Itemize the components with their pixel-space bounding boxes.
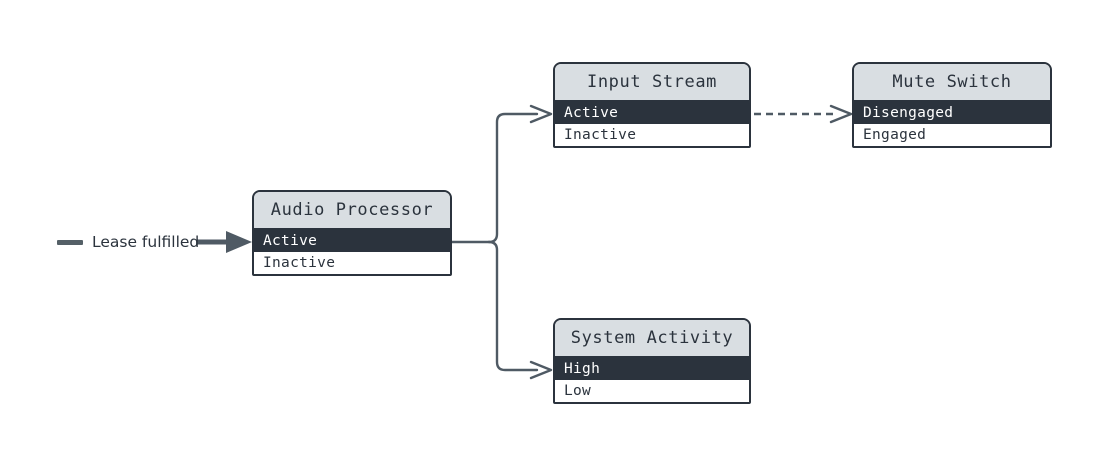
node-row-audio-processor-active[interactable]: Active <box>254 230 450 252</box>
start-arrow-icon <box>226 231 252 253</box>
node-title-mute-switch: Mute Switch <box>854 64 1050 102</box>
edge-audio-processor-branch <box>450 112 539 372</box>
start-label: Lease fulfilled <box>57 230 208 254</box>
node-audio-processor[interactable]: Audio Processor Active Inactive <box>252 190 452 276</box>
edge-input-stream-to-mute-switch <box>754 104 853 124</box>
start-label-text: Lease fulfilled <box>92 233 200 251</box>
node-row-mute-switch-disengaged[interactable]: Disengaged <box>854 102 1050 124</box>
node-system-activity[interactable]: System Activity High Low <box>553 318 751 404</box>
node-row-audio-processor-inactive[interactable]: Inactive <box>254 252 450 274</box>
legend-dash <box>57 239 83 245</box>
node-input-stream[interactable]: Input Stream Active Inactive <box>553 62 751 148</box>
arrow-to-mute-switch-icon <box>829 104 853 124</box>
node-row-mute-switch-engaged[interactable]: Engaged <box>854 124 1050 146</box>
node-row-system-activity-high[interactable]: High <box>555 358 749 380</box>
node-title-system-activity: System Activity <box>555 320 749 358</box>
node-title-input-stream: Input Stream <box>555 64 749 102</box>
arrow-to-system-activity-icon <box>529 360 553 380</box>
node-title-audio-processor: Audio Processor <box>254 192 450 230</box>
node-row-input-stream-inactive[interactable]: Inactive <box>555 124 749 146</box>
arrow-to-input-stream-icon <box>529 104 553 124</box>
node-row-input-stream-active[interactable]: Active <box>555 102 749 124</box>
branch-arrowheads <box>529 104 553 380</box>
node-row-system-activity-low[interactable]: Low <box>555 380 749 402</box>
node-mute-switch[interactable]: Mute Switch Disengaged Engaged <box>852 62 1052 148</box>
